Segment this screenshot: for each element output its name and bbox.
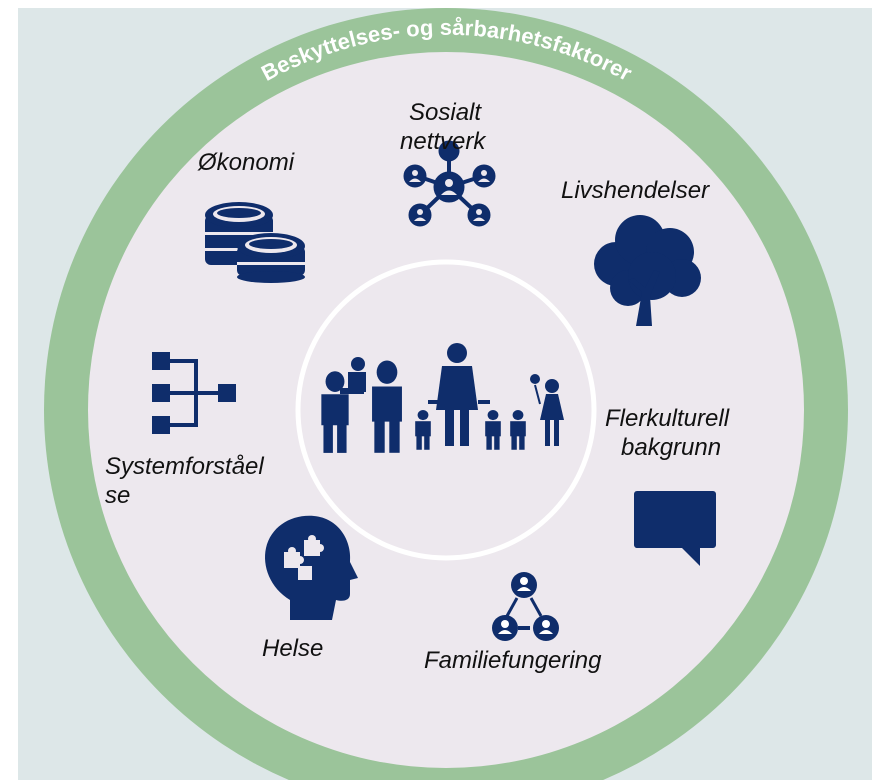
label-sosialt-nettverk-line2: nettverk: [400, 128, 486, 155]
network-icon: [403, 140, 496, 227]
family-relations-icon: [492, 572, 559, 641]
tree-icon: [594, 215, 701, 326]
label-systemforstaelse: Systemforståel se: [105, 452, 264, 510]
label-okonomi: Økonomi: [198, 149, 295, 176]
family-icon: [321, 343, 564, 453]
label-flerkulturell-line1: Flerkulturell: [605, 405, 730, 432]
label-familiefungering: Familiefungering: [424, 647, 602, 674]
label-sosialt-nettverk-line1: Sosialt: [409, 99, 482, 126]
label-sosialt-nettverk: Sosialt nettverk: [400, 98, 485, 156]
label-flerkulturell-line2: bakgrunn: [621, 434, 722, 461]
label-flerkulturell-bakgrunn: Flerkulturell bakgrunn: [605, 404, 729, 462]
head-puzzle-icon: [265, 515, 358, 620]
label-systemforstaelse-line1: Systemforståel: [105, 453, 264, 480]
coins-icon: [205, 202, 305, 283]
label-helse: Helse: [262, 635, 324, 662]
label-systemforstaelse-line2: se: [105, 482, 131, 509]
speech-bubble-icon: [634, 491, 716, 566]
label-livshendelser: Livshendelser: [561, 177, 710, 204]
hierarchy-icon: [152, 352, 236, 434]
